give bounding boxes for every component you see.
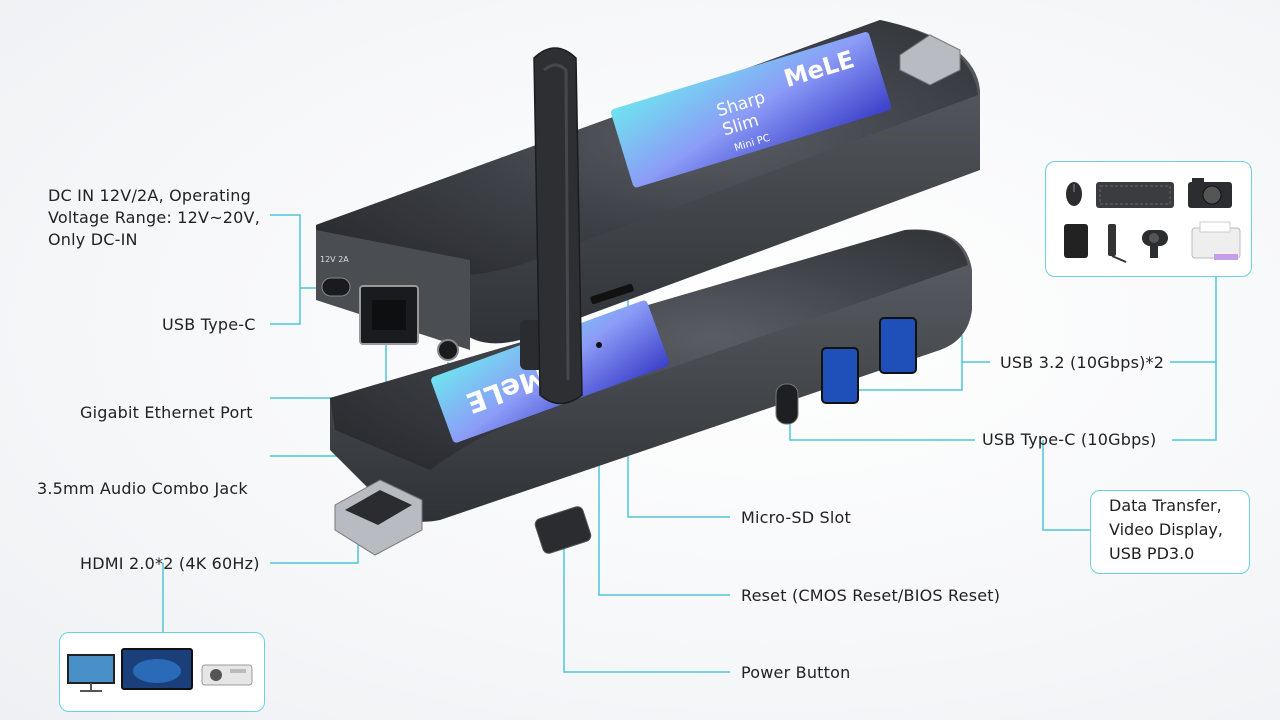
line-peripherals [1170, 361, 1217, 441]
camera-icon [1188, 178, 1232, 208]
usb-a-port-2 [879, 317, 917, 374]
antenna [520, 47, 583, 405]
upper-device-body: 12V 2A MeLE Sharp Slim Mini PC [316, 20, 980, 361]
monitor-icon [67, 654, 115, 692]
webcam-icon [1142, 230, 1168, 258]
feature-data-transfer: Data Transfer, [1109, 496, 1222, 515]
power-button [534, 506, 592, 554]
lower-device-body: MeLE [330, 229, 972, 556]
feature-video-display: Video Display, [1109, 520, 1223, 539]
hard-drive-icon [1064, 224, 1088, 258]
peripherals-box [1045, 161, 1252, 277]
line-usb-c-right-box [1042, 440, 1090, 531]
label-micro-sd: Micro-SD Slot [741, 508, 851, 527]
line-usb-c-left [270, 288, 301, 325]
usb-a-port-1 [821, 347, 859, 404]
usb-c-features-box: Data Transfer, Video Display, USB PD3.0 [1090, 490, 1250, 574]
dc-in-usb-c-port [321, 277, 351, 297]
display-icons [67, 648, 253, 692]
hdmi-plug [334, 479, 423, 556]
tv-icon [121, 648, 193, 690]
micro-sd-slot [590, 283, 634, 305]
line-power [563, 546, 730, 673]
label-ethernet: Gigabit Ethernet Port [80, 403, 253, 422]
usb-hub-icon [1108, 224, 1127, 263]
label-audio: 3.5mm Audio Combo Jack [37, 479, 248, 498]
keyboard-icon [1096, 182, 1174, 208]
label-hdmi: HDMI 2.0*2 (4K 60Hz) [80, 554, 260, 573]
label-reset: Reset (CMOS Reset/BIOS Reset) [741, 586, 1001, 605]
mouse-icon [1066, 182, 1082, 206]
label-usb-c-right: USB Type-C (10Gbps) [982, 430, 1157, 449]
label-usb32: USB 3.2 (10Gbps)*2 [1000, 353, 1165, 372]
port-marking: 12V 2A [320, 255, 349, 264]
line-dc-in [270, 214, 318, 289]
feature-usb-pd: USB PD3.0 [1109, 544, 1195, 563]
projector-icon [201, 664, 253, 686]
peripheral-icons [1064, 178, 1241, 263]
label-usb-type-c: USB Type-C [162, 315, 256, 334]
label-dc-in: DC IN 12V/2A, Operating Voltage Range: 1… [48, 186, 260, 249]
audio-jack [437, 339, 459, 361]
usb-c-port-right [775, 383, 799, 425]
line-usb32-b [858, 362, 963, 391]
printer-icon [1191, 221, 1241, 260]
label-power: Power Button [741, 663, 851, 682]
displays-box [59, 632, 265, 712]
